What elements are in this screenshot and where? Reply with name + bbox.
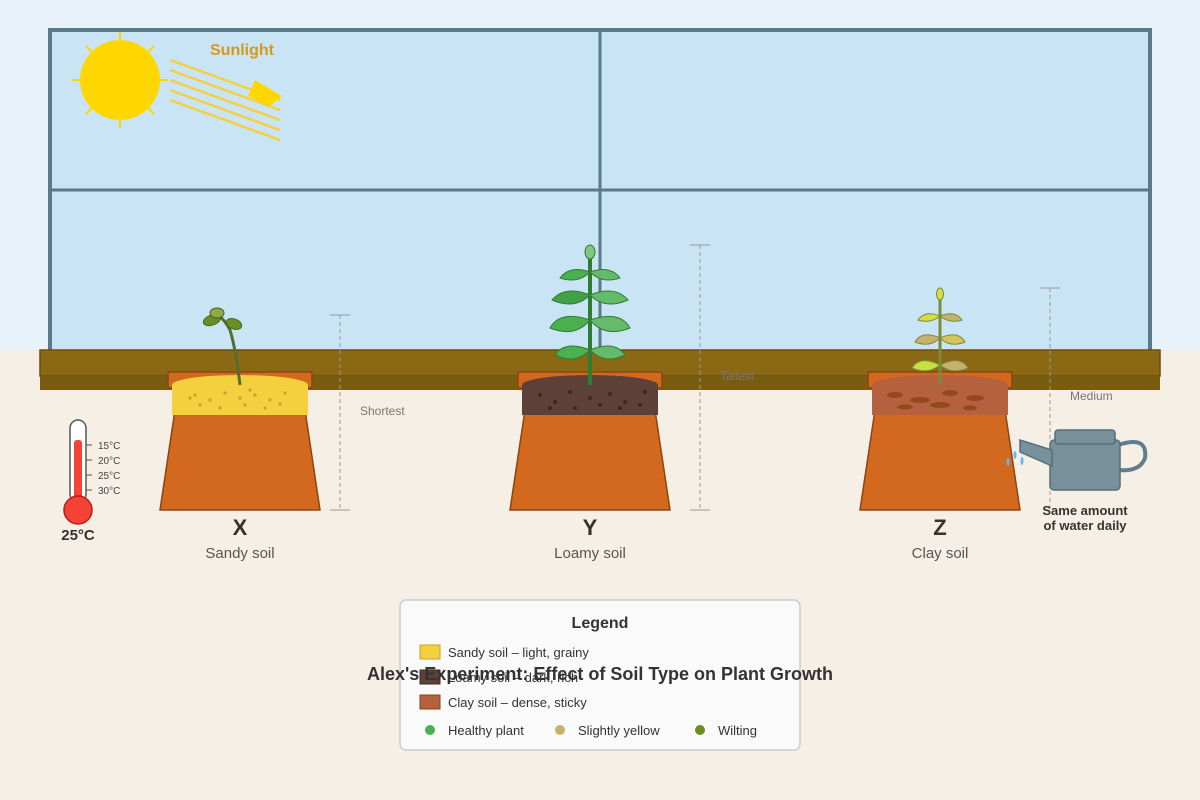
pot-soil-y: Loamy soil — [554, 545, 626, 562]
thermometer-tick-20: 20°C — [98, 456, 120, 467]
legend-label-slightly-yellow: Slightly yellow — [578, 723, 660, 738]
plant-x-wilting — [202, 307, 243, 386]
height-label-x: Shortest — [360, 404, 405, 418]
sun-icon — [72, 32, 168, 128]
watering-text-line1: Same amount — [1042, 503, 1128, 518]
height-marker-y — [690, 244, 710, 511]
legend-label-wilting: Wilting — [718, 723, 757, 738]
watering-text-line2: of water daily — [1043, 518, 1127, 533]
legend-dot-wilting — [695, 725, 705, 735]
watering-can-icon — [1006, 429, 1148, 491]
diagram-title: Alex's Experiment: Effect of Soil Type o… — [367, 664, 833, 684]
thermometer-tick-30: 30°C — [98, 486, 120, 497]
height-label-z: Medium — [1070, 389, 1113, 403]
pot-x — [159, 371, 321, 511]
thermometer-tick-15: 15°C — [98, 441, 120, 452]
legend-label-healthy: Healthy plant — [448, 723, 524, 738]
thermometer-tick-25: 25°C — [98, 471, 120, 482]
sunlight-label: Sunlight — [210, 42, 275, 59]
sun-rays-icon — [169, 58, 282, 142]
height-marker-x — [330, 314, 350, 511]
plant-z-slightly-yellow — [911, 287, 969, 385]
pot-letter-z: Z — [933, 515, 946, 540]
legend-swatch-clay — [419, 694, 441, 710]
legend-title: Legend — [572, 615, 629, 632]
legend-label-loamy: Loamy soil – dark, rich — [448, 670, 578, 685]
legend-dot-healthy — [425, 725, 435, 735]
pot-letter-x: X — [233, 515, 248, 540]
legend-label-clay: Clay soil – dense, sticky — [448, 695, 587, 710]
plant-y-healthy — [549, 244, 631, 385]
pot-soil-x: Sandy soil — [205, 545, 274, 562]
legend: Legend Sandy soil – light, grainy Loamy … — [399, 599, 801, 751]
pot-y — [509, 371, 671, 511]
pot-letter-y: Y — [583, 515, 598, 540]
pot-z — [859, 371, 1021, 511]
thermometer-reading: 25°C — [61, 527, 95, 544]
legend-dot-slightly-yellow — [555, 725, 565, 735]
pot-soil-z: Clay soil — [912, 545, 969, 562]
thermometer-icon — [63, 419, 93, 525]
legend-swatch-loamy — [419, 669, 441, 685]
height-label-y: Tallest — [720, 369, 755, 383]
legend-swatch-sandy — [419, 644, 441, 660]
legend-label-sandy: Sandy soil – light, grainy — [448, 645, 589, 660]
